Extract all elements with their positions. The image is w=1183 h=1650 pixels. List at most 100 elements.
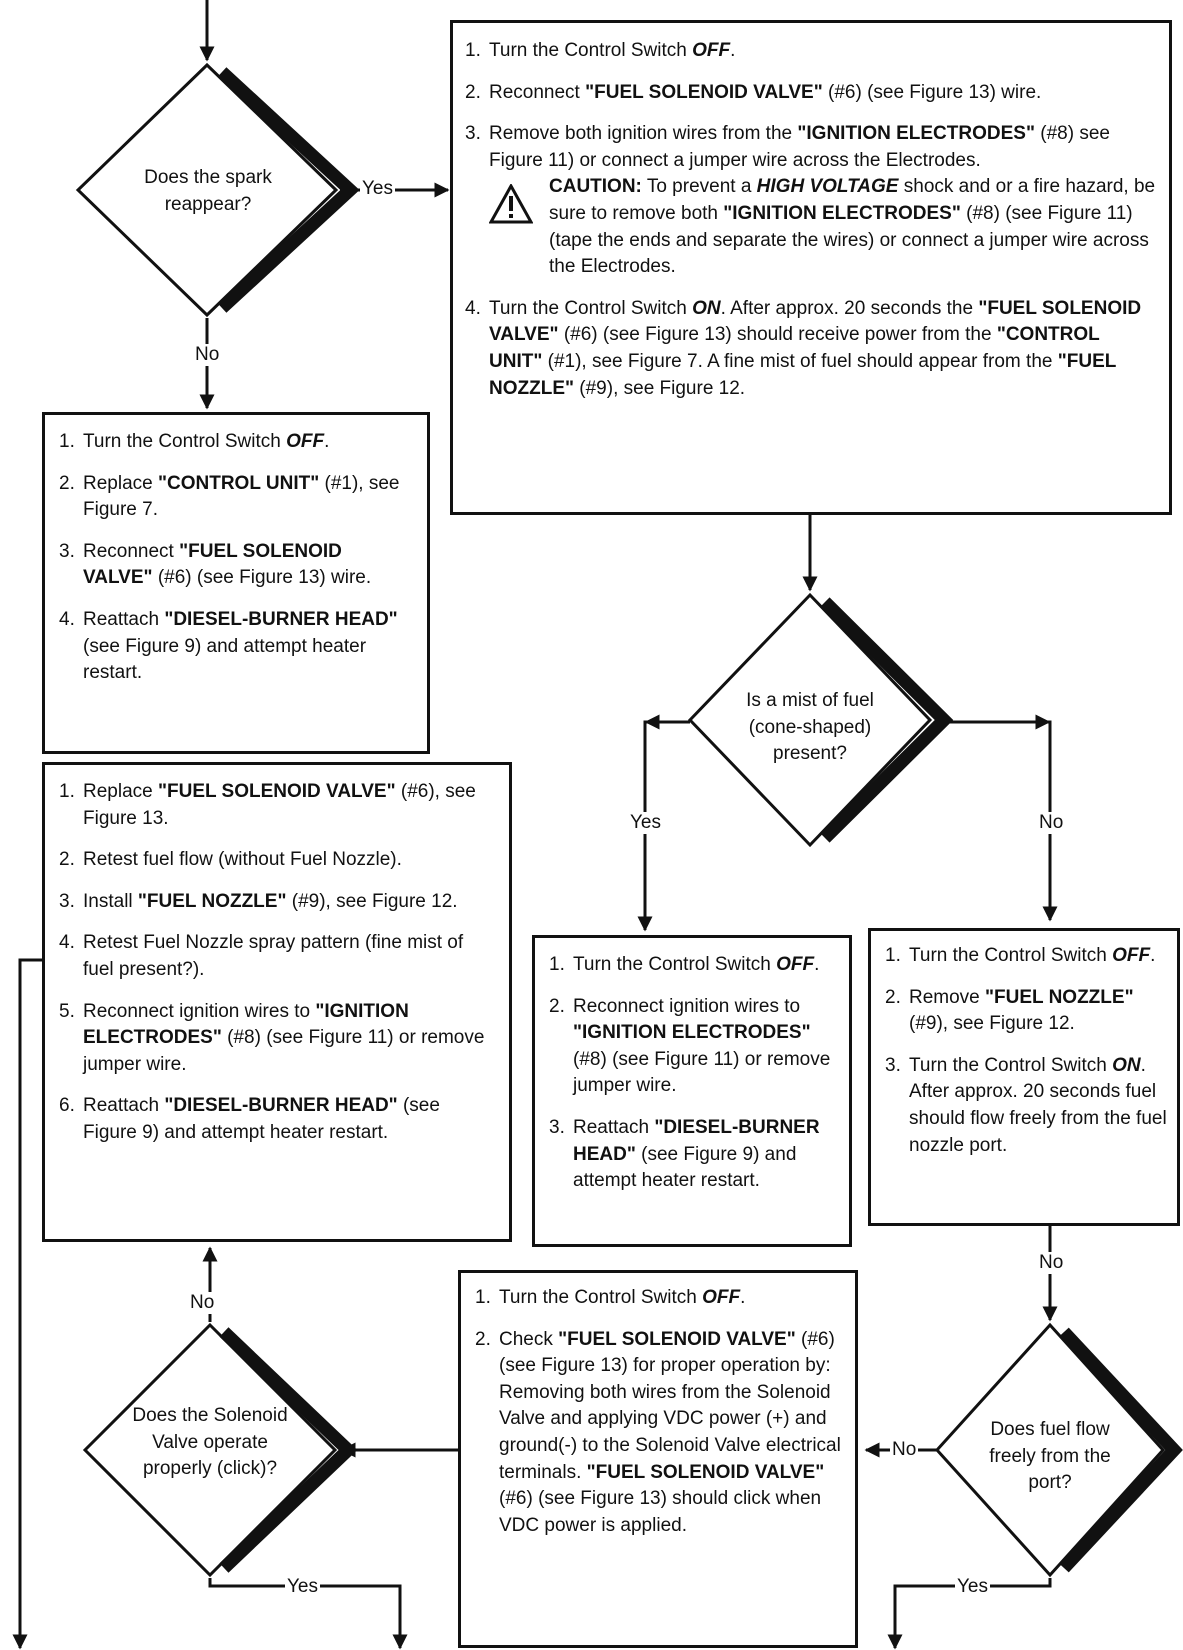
step-text: (#6) (see Figure 13) wire.: [152, 567, 372, 589]
step-text: To prevent a: [641, 176, 757, 198]
step-emphasis: "FUEL SOLENOID VALVE": [489, 297, 1142, 346]
step: 3.Reattach "DIESEL-BURNER HEAD" (see Fig…: [549, 1116, 820, 1192]
box-remove-fuel-nozzle: 1.Turn the Control Switch OFF. 2.Remove …: [868, 928, 1180, 1226]
decision-solenoid-shape: [82, 1322, 338, 1578]
step-emphasis: HIGH VOLTAGE: [756, 176, 899, 198]
step-emphasis: "FUEL SOLENOID VALVE": [585, 81, 823, 103]
solenoid-no-label: No: [188, 1292, 217, 1314]
step-text: (#9), see Figure 12.: [286, 890, 458, 912]
step: 2.Check "FUEL SOLENOID VALVE" (#6) (see …: [475, 1328, 841, 1536]
step-emphasis: "DIESEL-BURNER HEAD": [164, 1095, 398, 1117]
step-text: (#1), see Figure 7.: [83, 472, 400, 521]
step-emphasis: CAUTION:: [549, 176, 642, 198]
step-emphasis: "IGNITION ELECTRODES": [83, 1000, 409, 1049]
step-text: Reattach: [83, 608, 165, 630]
step-text: (#8) (see Figure 11) (tape the ends and …: [549, 202, 1149, 278]
mist-yes-label: Yes: [628, 812, 663, 834]
step-emphasis: ON: [1112, 1054, 1141, 1076]
step-emphasis: "CONTROL UNIT": [158, 472, 320, 494]
caution-note: CAUTION: To prevent a HIGH VOLTAGE shock…: [488, 174, 1157, 280]
decision-mist-shadow: [820, 597, 954, 843]
step-emphasis: "DIESEL-BURNER HEAD": [164, 608, 398, 630]
step-text: Remove both ignition wires from the: [489, 123, 798, 145]
step: 4.Turn the Control Switch ON. After appr…: [465, 297, 1142, 399]
step-emphasis: "FUEL NOZZLE": [985, 986, 1134, 1008]
step-text: (#8) (see Figure 11) or remove jumper wi…: [83, 1027, 485, 1075]
decision-fuel-flow: Does fuel flow freely from the port?: [989, 1419, 1111, 1494]
flow-yes-label: Yes: [955, 1576, 990, 1598]
boxc-exit-arrow: [12, 958, 42, 1650]
step-text: Turn the Control Switch: [83, 431, 287, 452]
step-emphasis: "FUEL SOLENOID VALVE": [586, 1461, 825, 1483]
step: 3.Install "FUEL NOZZLE" (#9), see Figure…: [59, 890, 458, 912]
step-text: Reconnect: [83, 540, 180, 562]
step-text: .: [740, 1287, 746, 1308]
step-text: . After approx. 20 seconds the: [720, 297, 979, 319]
step-text: . After approx. 20 seconds fuel should f…: [909, 1054, 1167, 1156]
step-text: (see Figure 9) and attempt heater restar…: [83, 635, 367, 684]
step-text: Replace: [83, 781, 158, 802]
decision-flow-shadow: [1059, 1327, 1183, 1573]
step-emphasis: ON: [692, 297, 721, 319]
step-text: Reattach: [83, 1095, 165, 1117]
step-text: .: [1150, 945, 1156, 966]
spark-no-label: No: [193, 344, 222, 366]
step-text: (#9), see Figure 12.: [574, 377, 746, 399]
step: 2.Reconnect ignition wires to "IGNITION …: [549, 995, 831, 1097]
step: 1.Turn the Control Switch OFF.: [59, 431, 330, 452]
step-text: (#6) (see Figure 13) should click when V…: [499, 1488, 822, 1536]
step-text: shock and or a fire hazard, be sure to r…: [549, 176, 1156, 224]
step-emphasis: OFF: [286, 431, 325, 452]
decision-mist: Is a mist of fuel (cone-shaped) present?: [746, 690, 874, 765]
step: 1.Turn the Control Switch OFF.: [475, 1287, 746, 1308]
mist-no-arrow: [944, 720, 1058, 922]
step-emphasis: OFF: [702, 1287, 741, 1308]
mist-no-label: No: [1037, 812, 1066, 834]
step: 6.Reattach "DIESEL-BURNER HEAD" (see Fig…: [59, 1095, 440, 1143]
step-text: Retest Fuel Nozzle spray pattern (fine m…: [83, 932, 464, 980]
step-text: Reconnect: [489, 81, 586, 103]
step-text: Reconnect ignition wires to: [83, 1000, 316, 1022]
step-emphasis: "CONTROL UNIT": [489, 324, 1100, 372]
box-check-fuel-mist: 1.Turn the Control Switch OFF. 2.Reconne…: [450, 20, 1172, 515]
solenoid-yes-label: Yes: [285, 1576, 320, 1598]
step-text: .: [324, 431, 330, 452]
step: 1.Turn the Control Switch OFF.: [549, 954, 820, 975]
step-text: Turn the Control Switch: [909, 945, 1113, 966]
step: 3.Remove both ignition wires from the "I…: [465, 123, 1110, 171]
decision-solenoid: Does the Solenoid Valve operate properly…: [132, 1405, 288, 1480]
step-text: (#8) see Figure 11) or connect a jumper …: [489, 123, 1110, 171]
step: 1.Replace "FUEL SOLENOID VALVE" (#6), se…: [59, 781, 476, 829]
step: 5.Reconnect ignition wires to "IGNITION …: [59, 1000, 485, 1075]
step: 2.Remove "FUEL NOZZLE" (#9), see Figure …: [885, 986, 1134, 1035]
box-check-solenoid-valve: 1.Turn the Control Switch OFF. 2.Check "…: [458, 1270, 858, 1648]
flow-no-label: No: [890, 1439, 919, 1461]
step-emphasis: OFF: [1112, 945, 1151, 966]
step-emphasis: OFF: [776, 954, 815, 975]
step: 2.Replace "CONTROL UNIT" (#1), see Figur…: [59, 472, 400, 521]
step-text: (#8) (see Figure 11) or remove jumper wi…: [573, 1048, 831, 1097]
decision-flow-shape: [934, 1322, 1166, 1578]
step: 2.Retest fuel flow (without Fuel Nozzle)…: [59, 849, 402, 871]
decision-solenoid-shadow: [219, 1327, 358, 1573]
step-text: Replace: [83, 472, 158, 494]
step-emphasis: "IGNITION ELECTRODES": [797, 123, 1035, 145]
step: 1.Turn the Control Switch OFF.: [885, 945, 1156, 966]
step-text: (#6) (see Figure 13) should receive powe…: [558, 324, 997, 346]
step-emphasis: OFF: [692, 40, 731, 61]
spark-yes-label: Yes: [360, 178, 395, 200]
step-emphasis: "IGNITION ELECTRODES": [573, 1022, 811, 1044]
step-emphasis: "FUEL NOZZLE": [137, 890, 287, 912]
step-text: Reconnect ignition wires to: [573, 995, 801, 1017]
step-text: Reattach: [573, 1116, 655, 1138]
step-emphasis: "DIESEL-BURNER HEAD": [573, 1116, 820, 1165]
step-text: .: [814, 954, 820, 975]
decision-spark-shape: [75, 62, 339, 318]
step: 4.Retest Fuel Nozzle spray pattern (fine…: [59, 932, 464, 980]
step-text: Turn the Control Switch: [573, 954, 777, 975]
step-text: Turn the Control Switch: [909, 1054, 1113, 1076]
step-text: Check: [499, 1328, 559, 1350]
box-replace-control-unit: 1.Turn the Control Switch OFF. 2.Replace…: [42, 412, 430, 754]
step-text: (see Figure 9) and attempt heater restar…: [573, 1143, 797, 1192]
